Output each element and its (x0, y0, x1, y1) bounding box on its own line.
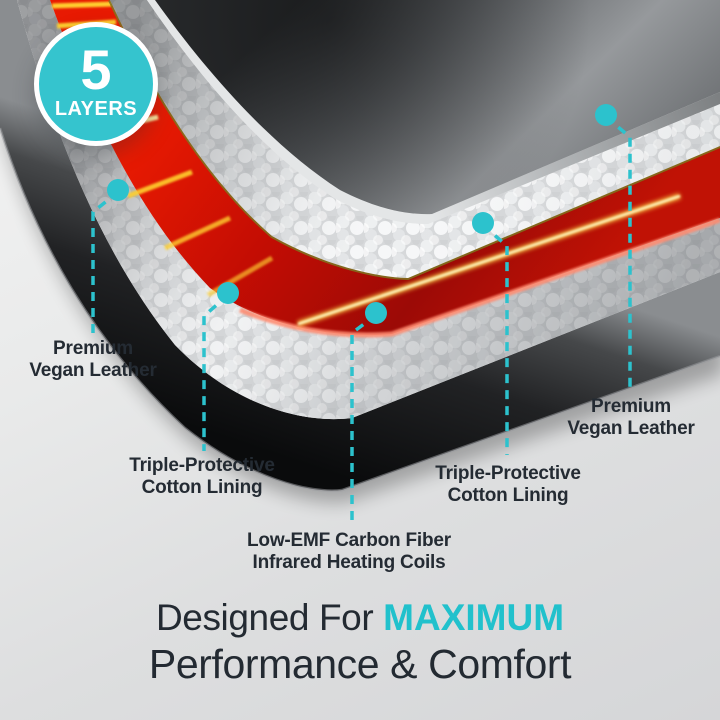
label-line: Premium (53, 338, 133, 359)
heating-wire-core (297, 194, 681, 326)
label-premium-vegan-leather-left: Premium Vegan Leather (29, 338, 156, 382)
label-low-emf-carbon-fiber: Low-EMF Carbon Fiber Infrared Heating Co… (247, 530, 451, 574)
label-line: Vegan Leather (29, 360, 157, 382)
layer-cotton-upper-shading (110, 0, 720, 278)
callout-line-premium-right (604, 115, 632, 391)
heating-bottom-glow (239, 217, 720, 338)
label-line: Premium (591, 396, 671, 417)
callout-dot-premium-left (107, 179, 129, 201)
callout-dots (107, 104, 617, 324)
tagline-line2: Performance & Comfort (148, 640, 572, 687)
label-line: Triple-Protective (129, 455, 275, 476)
label-triple-protective-cotton-left: Triple-Protective Cotton Lining (129, 455, 275, 499)
label-line: Cotton Lining (141, 477, 263, 499)
bottom-leather-rim-highlight (0, 127, 720, 492)
layer-heating-coils (50, 0, 720, 335)
label-line: Low-EMF Carbon Fiber (247, 530, 451, 551)
label-triple-protective-cotton-right: Triple-Protective Cotton Lining (435, 463, 581, 507)
label-premium-vegan-leather-right: Premium Vegan Leather (567, 396, 694, 440)
tagline-prefix: Designed For (155, 597, 384, 638)
layer-cotton-lower-shading (17, 0, 720, 420)
callout-line-premium-left (91, 190, 120, 333)
callout-dot-heating (365, 302, 387, 324)
layers-count-badge: 5 LAYERS (34, 22, 158, 146)
tagline-highlight: MAXIMUM (383, 597, 565, 638)
badge-label: LAYERS (54, 98, 138, 121)
label-line: Vegan Leather (567, 418, 695, 440)
callout-leaders (91, 115, 632, 526)
label-line: Infrared Heating Coils (252, 552, 446, 574)
callout-dot-cotton-left (217, 282, 239, 304)
top-leather-fold-shadow (155, 0, 720, 215)
tagline: Designed For MAXIMUM Performance & Comfo… (0, 597, 720, 687)
layer-bottom-vegan-leather (0, 0, 720, 491)
label-line: Cotton Lining (447, 485, 569, 507)
callout-dot-cotton-right (472, 212, 494, 234)
callout-dot-premium-right (595, 104, 617, 126)
label-line: Triple-Protective (435, 463, 581, 484)
badge-number: 5 (80, 37, 112, 101)
tagline-line1: Designed For MAXIMUM (0, 597, 720, 640)
